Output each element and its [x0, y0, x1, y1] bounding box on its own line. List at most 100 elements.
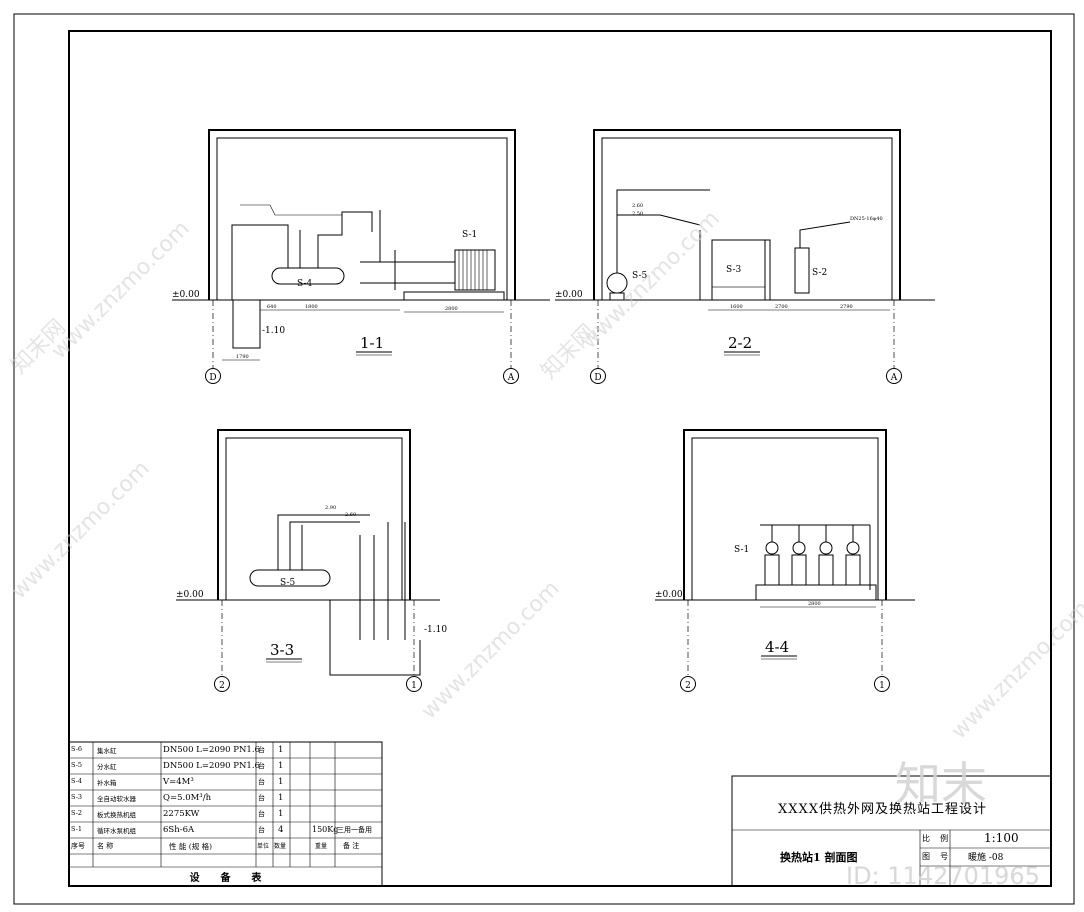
- table-cell-unit: 台: [258, 762, 265, 770]
- table-cell-unit: 台: [258, 778, 265, 786]
- watermark-site: www.znzmo.com: [417, 576, 565, 724]
- dim-3: 2800: [445, 306, 458, 312]
- table-cell-qty: 1: [278, 793, 284, 803]
- section-label: 1-1: [360, 334, 384, 352]
- depth-label: -1.10: [262, 326, 285, 336]
- room-inner-1-1: [216, 137, 508, 300]
- table-cell-name: 补水箱: [97, 779, 117, 787]
- note-2: 2.60: [345, 512, 356, 518]
- pump-3: [818, 554, 834, 586]
- section-4-4: ±0.00 S-1 2800 2 1 4-4: [655, 429, 915, 692]
- exchanger-plates: [458, 250, 488, 290]
- axis-label-2: 2: [219, 681, 225, 691]
- table-cell-name: 集水缸: [97, 747, 117, 755]
- table-cell-spec: DN500 L=2090 PN1.6: [163, 745, 260, 755]
- table-cell-qty: 1: [278, 745, 284, 755]
- note-2: 2.50: [632, 211, 643, 217]
- table-frame: [68, 741, 383, 887]
- equipment-label-s1: S-1: [462, 230, 477, 240]
- table-cell-name: 循环水泵机组: [97, 827, 136, 835]
- dim-2: 2700: [775, 304, 788, 310]
- table-cell-name: 全自动软水器: [97, 795, 136, 803]
- axis-bubble-d: [590, 368, 606, 384]
- table-cell-name: 分水缸: [97, 763, 117, 771]
- table-cell-no: S-6: [71, 745, 83, 753]
- axis-label-a: A: [507, 373, 515, 383]
- elevation-label: ±0.00: [176, 590, 204, 600]
- watermark-id: ID: 1142701965: [846, 862, 1040, 890]
- table-cell-unit: 台: [258, 794, 265, 802]
- trench-3-3: [329, 600, 421, 676]
- table-cell-spec: 2275KW: [163, 809, 200, 819]
- table-row-lines: [69, 757, 382, 868]
- axis-label-1: 1: [879, 681, 885, 691]
- piping-2-2: [616, 189, 710, 273]
- table-cell-no: S-2: [71, 809, 83, 817]
- axis-label-1: 1: [411, 681, 417, 691]
- dim-3: 2790: [840, 304, 853, 310]
- dim-4: 640: [267, 304, 277, 310]
- table-cell-weight: 150Kg: [312, 825, 339, 834]
- title-block: [731, 775, 1052, 887]
- equipment-label-s3: S-3: [726, 265, 742, 275]
- dim-1: 2800: [808, 601, 821, 607]
- axis-bubble-1: [406, 676, 422, 692]
- table-cell-note: 三用一备用: [337, 826, 372, 834]
- table-cell-no: S-5: [71, 761, 83, 769]
- table-cell-no: S-4: [71, 777, 83, 785]
- room-outline-4-4: [683, 429, 887, 600]
- table-cell-name: 板式换热机组: [97, 811, 136, 819]
- table-cell-qty: 1: [278, 809, 284, 819]
- equipment-label-s4: S-4: [297, 279, 313, 289]
- title-block-text: XXXX供热外网及换热站工程设计 换热站1 剖面图 比 例 1:100 图 号 …: [732, 776, 1051, 886]
- equipment-label-s1: S-1: [734, 545, 749, 555]
- table-header-row: 序号 名 称 性 能 (规 格) 单位 数量 重量 备 注: [69, 838, 382, 854]
- drawing-title: 换热站1 剖面图: [780, 851, 858, 864]
- section-2-2: ±0.00 S-5 S-3 S-2 2.60 2.50 DN25-16φ40 1…: [555, 129, 935, 384]
- pump-base: [755, 584, 877, 601]
- table-cell-spec: DN500 L=2090 PN1.6: [163, 761, 260, 771]
- section-label: 3-3: [270, 641, 294, 659]
- exchanger-base: [403, 291, 505, 301]
- drawing-no: 暖施 -08: [968, 853, 1004, 863]
- valve-4: [846, 541, 860, 555]
- vessel-s5-base: [609, 292, 625, 301]
- room-outline-1-1: [208, 129, 516, 300]
- room-outline-2-2: [593, 129, 901, 300]
- axis-bubble-2: [680, 676, 696, 692]
- axis-label-d: D: [594, 373, 601, 383]
- note-3: DN25-16φ40: [850, 216, 883, 222]
- dim-1: 1600: [730, 304, 743, 310]
- inner-border: [68, 30, 1052, 887]
- header-qty: 数量: [274, 843, 287, 850]
- room-inner-4-4: [691, 437, 879, 600]
- table-cell-qty: 1: [278, 761, 284, 771]
- piping-1-1b: [360, 210, 455, 290]
- table-cell-spec: Q=5.0M³/h: [163, 793, 212, 803]
- outer-border: [13, 13, 1075, 905]
- axis-bubble-a: [886, 368, 902, 384]
- header-weight: 重量: [315, 843, 328, 850]
- title-block-frame: [731, 775, 1052, 887]
- valve-1: [765, 541, 779, 555]
- table-cell-unit: 台: [258, 746, 265, 754]
- dim-2: 1800: [305, 304, 318, 310]
- title-block-lines: [732, 829, 1051, 886]
- valve-3: [819, 541, 833, 555]
- leader-1-1: [240, 204, 342, 216]
- elevation-label: ±0.00: [655, 590, 683, 600]
- pump-2: [791, 554, 807, 586]
- risers-3-3: [359, 522, 406, 640]
- tank-s4: [271, 267, 345, 285]
- equipment-label-s5: S-5: [632, 271, 648, 281]
- elevation-label: ±0.00: [172, 290, 200, 300]
- sump-pit: [232, 300, 261, 349]
